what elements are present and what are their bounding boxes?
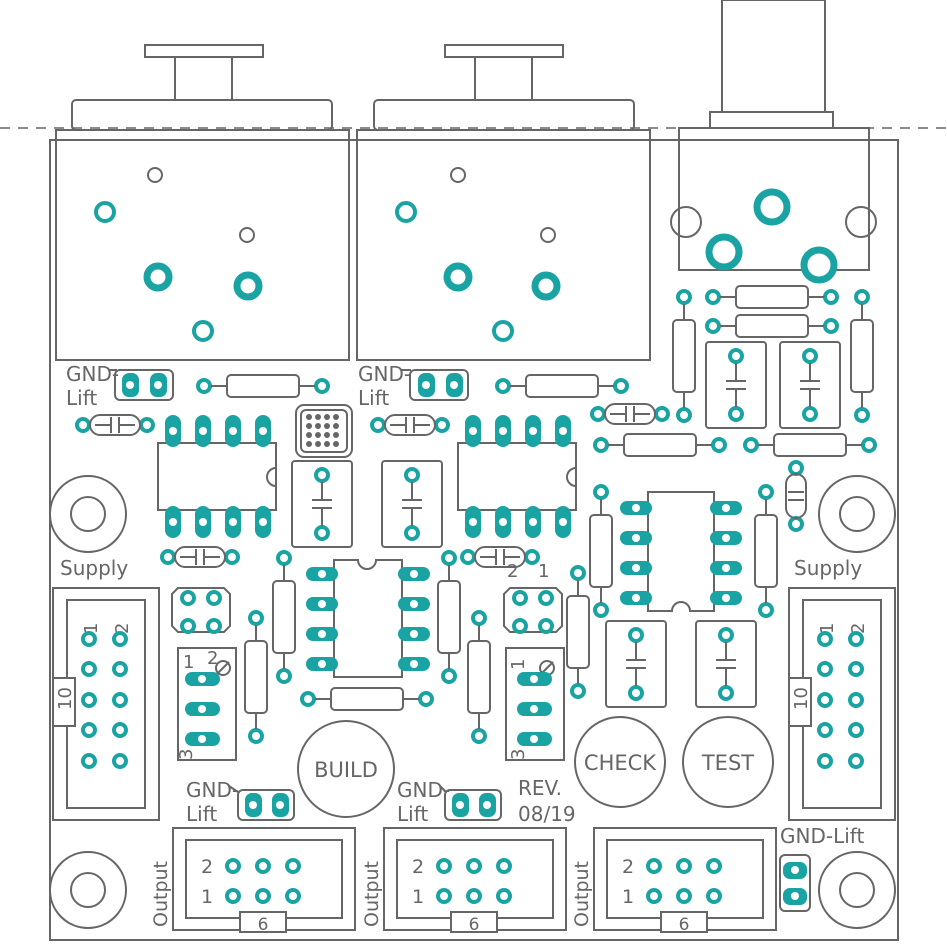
output-1-pin1: 1 bbox=[201, 886, 213, 908]
supply-right-pin2: 2 bbox=[848, 623, 869, 634]
output-3-label: Output bbox=[571, 861, 593, 927]
gnd-lift-jumper-2: GND- Lift bbox=[358, 362, 469, 410]
board-outline bbox=[49, 139, 899, 941]
output-2-pin6: 6 bbox=[469, 915, 480, 935]
programming-header bbox=[295, 404, 353, 458]
build-label: BUILD bbox=[314, 758, 378, 782]
supply-header-right: Supply 10 1 2 bbox=[788, 556, 896, 821]
output-2-pin1: 1 bbox=[412, 886, 424, 908]
gnd-lift-1-label-b: Lift bbox=[66, 386, 97, 410]
mounting-holes bbox=[49, 475, 896, 929]
film-capacitors bbox=[291, 341, 841, 708]
supply-right-pin10: 10 bbox=[791, 687, 812, 710]
supply-left-pin10: 10 bbox=[55, 687, 76, 710]
gnd-lift-jumper-4: GND- Lift bbox=[397, 778, 502, 826]
check-circle: CHECK bbox=[574, 716, 666, 808]
build-circle: BUILD bbox=[297, 720, 395, 818]
supply-right-label: Supply bbox=[794, 556, 862, 580]
check-label: CHECK bbox=[584, 751, 657, 775]
resistors-vertical bbox=[244, 289, 874, 744]
output-1-pin6: 6 bbox=[258, 915, 269, 935]
trim-left-pin1: 1 bbox=[183, 652, 194, 673]
output-2-pin2: 2 bbox=[412, 856, 424, 878]
gnd-lift-4-label: GND- bbox=[397, 778, 450, 802]
trimmer-right: 1 3 bbox=[505, 647, 565, 761]
jumper-2x2-left bbox=[171, 587, 231, 634]
gnd-lift-jumper-3: GND- Lift bbox=[186, 778, 295, 826]
supply-left-label: Supply bbox=[60, 556, 128, 580]
supply-left-pin2: 2 bbox=[112, 623, 133, 634]
gnd-lift-jumper-right: GND-Lift bbox=[779, 824, 864, 912]
trim-left-pin2: 2 bbox=[207, 648, 218, 669]
jumper-2x2-right: 2 1 bbox=[503, 561, 563, 634]
output-connector-3: Output 6 2 1 bbox=[571, 827, 777, 935]
trim-left-pin3: 3 bbox=[176, 749, 197, 760]
supply-left-pin1: 1 bbox=[81, 623, 102, 634]
resistors-horizontal bbox=[196, 285, 877, 711]
test-label: TEST bbox=[701, 751, 754, 775]
jumper-right-pin1: 1 bbox=[538, 561, 549, 582]
xlr-connector-1 bbox=[55, 44, 350, 361]
output-3-pin6: 6 bbox=[679, 915, 690, 935]
output-3-pin2: 2 bbox=[622, 856, 634, 878]
supply-right-pin1: 1 bbox=[817, 623, 838, 634]
gnd-lift-3-label-b: Lift bbox=[186, 802, 217, 826]
gnd-lift-jumper-1: GND- Lift bbox=[66, 362, 174, 410]
dip-ic-1 bbox=[157, 415, 277, 538]
small-capacitors bbox=[75, 403, 807, 568]
dc-jack bbox=[670, 0, 877, 284]
output-connector-2: Output 6 2 1 bbox=[361, 827, 567, 935]
gnd-lift-right-label: GND-Lift bbox=[780, 824, 864, 848]
xlr-connector-2 bbox=[356, 44, 651, 361]
rev-date: 08/19 bbox=[518, 802, 576, 826]
dip-ic-3 bbox=[306, 559, 430, 678]
gnd-lift-2-label: GND- bbox=[358, 362, 411, 386]
jumper-right-pin2: 2 bbox=[507, 561, 518, 582]
gnd-lift-3-label: GND- bbox=[186, 778, 239, 802]
output-1-label: Output bbox=[150, 861, 172, 927]
dip-ic-2 bbox=[457, 415, 577, 538]
gnd-lift-2-label-b: Lift bbox=[358, 386, 389, 410]
trim-right-pin1: 1 bbox=[508, 659, 529, 670]
dip-ic-4 bbox=[620, 491, 742, 612]
test-circle: TEST bbox=[682, 716, 774, 808]
rev-label: REV. bbox=[518, 776, 562, 800]
gnd-lift-1-label: GND- bbox=[66, 362, 119, 386]
supply-header-left: Supply 10 1 2 bbox=[52, 556, 160, 821]
output-1-pin2: 2 bbox=[201, 856, 213, 878]
output-connector-1: Output 6 2 1 bbox=[150, 827, 356, 935]
trim-right-pin3: 3 bbox=[508, 749, 529, 760]
output-3-pin1: 1 bbox=[622, 886, 634, 908]
gnd-lift-4-label-b: Lift bbox=[397, 802, 428, 826]
trimmer-left: 1 2 3 bbox=[176, 647, 237, 761]
output-2-label: Output bbox=[361, 861, 383, 927]
